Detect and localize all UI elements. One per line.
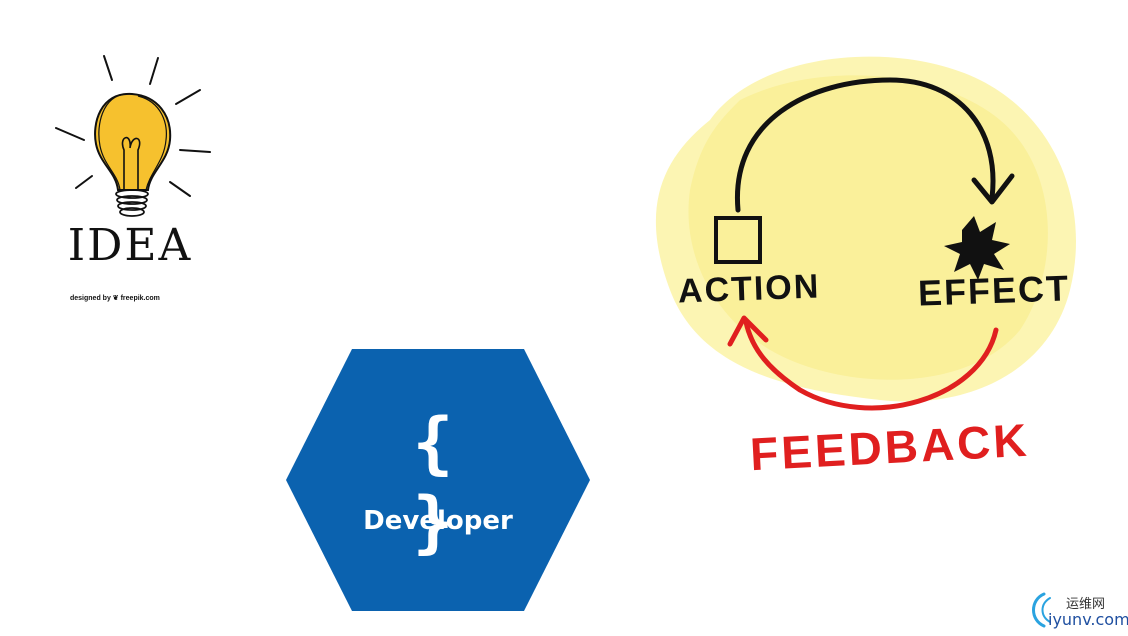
ray-line [75, 175, 93, 189]
ray-line [149, 57, 159, 85]
ray-line [169, 181, 191, 197]
action-effect-feedback-diagram [655, 56, 1076, 411]
developer-label: Developer [363, 506, 513, 536]
action-label: ACTION [677, 267, 821, 311]
effect-burst-icon [944, 216, 1010, 280]
ray-line [55, 127, 85, 141]
ray-line [175, 89, 201, 105]
lightbulb-illustration [55, 55, 211, 217]
feedback-arrowhead-icon [727, 315, 769, 347]
yellow-blob-background [655, 56, 1076, 402]
code-braces-icon: { } [412, 404, 464, 562]
watermark-chinese-text: 运维网 [1066, 597, 1106, 612]
feedback-arrow [743, 319, 999, 411]
action-square-icon [714, 216, 762, 264]
developer-hexagon [286, 349, 590, 611]
idea-title: IDEA [67, 220, 193, 271]
effect-label: EFFECT [917, 267, 1071, 314]
freepik-credit: designed by ❦ freepik.com [70, 295, 160, 302]
ray-line [179, 149, 211, 153]
arrowhead-icon [971, 173, 1015, 205]
iyunv-logo-icon [1032, 592, 1051, 628]
ray-line [103, 55, 113, 81]
watermark-domain-text: iyunv.com [1048, 610, 1128, 629]
action-to-effect-arrow [734, 77, 996, 213]
